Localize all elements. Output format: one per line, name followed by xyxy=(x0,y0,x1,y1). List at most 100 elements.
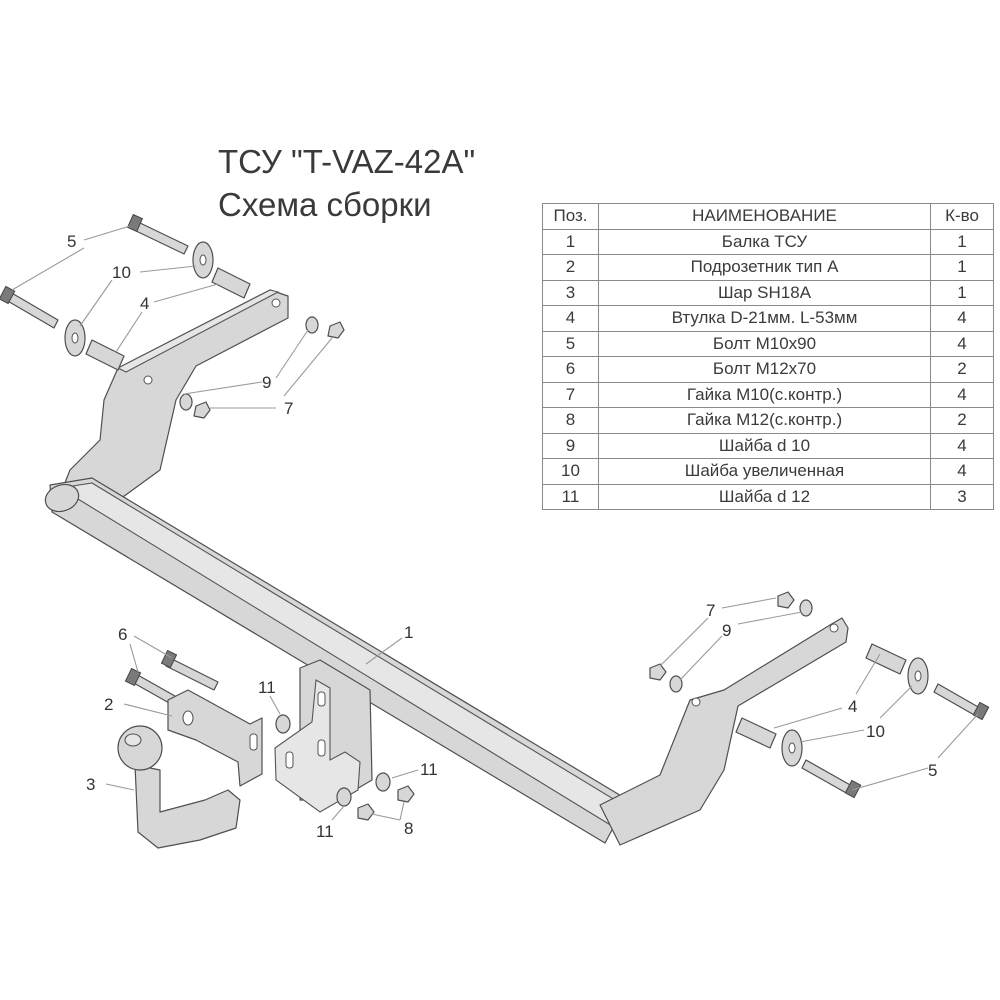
mount-slot xyxy=(317,691,326,707)
washer-hole xyxy=(199,254,207,266)
leader-line xyxy=(105,783,135,791)
right-bracket-hole xyxy=(829,623,839,633)
leader-line xyxy=(79,279,113,327)
sleeve-d21 xyxy=(735,717,777,749)
cell-quantity: 1 xyxy=(930,228,994,255)
leader-line xyxy=(737,611,803,625)
washer-d10 xyxy=(305,316,319,334)
callout-9-left: 9 xyxy=(262,373,271,392)
cell-name: Болт М10х90 xyxy=(598,330,931,357)
nut-m12 xyxy=(357,803,375,821)
bolt-head xyxy=(160,649,178,669)
left-bracket-edge xyxy=(116,289,280,373)
washer-d10 xyxy=(669,675,683,693)
washer-hole xyxy=(71,332,79,344)
right-hardware xyxy=(649,591,990,799)
callout-6: 6 xyxy=(118,625,127,644)
sleeve-d21 xyxy=(211,267,251,299)
beam-end-left xyxy=(44,483,80,513)
leader-line xyxy=(365,637,403,665)
callout-10-left: 10 xyxy=(112,263,131,282)
callout-11-bot: 11 xyxy=(316,822,334,841)
cell-quantity: 3 xyxy=(930,483,994,510)
socket-plate-hole xyxy=(182,710,194,726)
left-bracket-hole xyxy=(271,298,281,308)
leader-line xyxy=(721,597,777,609)
leader-line xyxy=(283,337,333,397)
leader-line xyxy=(83,225,131,241)
leader-line xyxy=(115,311,143,353)
leader-line xyxy=(133,635,173,659)
cell-position: 3 xyxy=(542,279,599,306)
leader-line xyxy=(679,635,723,681)
cell-quantity: 4 xyxy=(930,305,994,332)
sleeve-d21 xyxy=(85,339,125,371)
washer-d10 xyxy=(799,599,813,617)
cell-position: 10 xyxy=(542,458,599,485)
callout-8: 8 xyxy=(404,819,413,838)
callout-11-top: 11 xyxy=(258,678,276,697)
washer-d12 xyxy=(375,772,391,792)
callout-10-right: 10 xyxy=(866,722,885,741)
callout-11-mid: 11 xyxy=(420,760,438,779)
bolt-m10-left-upper xyxy=(133,221,189,255)
tow-ball-neck xyxy=(134,764,241,849)
table-header-row: Поз. НАИМЕНОВАНИЕ К-во xyxy=(542,203,994,230)
cell-name: Гайка М10(с.контр.) xyxy=(598,381,931,408)
bolt-m10-right-lower xyxy=(801,759,853,795)
washer-d12 xyxy=(336,787,352,807)
leader-line xyxy=(123,703,173,717)
ball-mount-hardware xyxy=(117,649,415,849)
cell-name: Шайба d 10 xyxy=(598,432,931,459)
socket-plate xyxy=(167,689,263,787)
cell-quantity: 2 xyxy=(930,407,994,434)
washer-hole xyxy=(914,670,922,682)
leader-line xyxy=(129,643,139,673)
socket-plate-slot xyxy=(249,733,258,751)
leader-line xyxy=(139,265,197,273)
cell-quantity: 1 xyxy=(930,254,994,281)
title-subtitle: Схема сборки xyxy=(218,186,432,223)
bolt-head xyxy=(124,667,142,687)
nut-m10 xyxy=(327,321,345,339)
nut-m12 xyxy=(397,785,415,803)
cell-position: 5 xyxy=(542,330,599,357)
left-bracket xyxy=(54,289,289,511)
beam-assembly xyxy=(44,289,849,846)
nut-m10 xyxy=(777,591,795,609)
leader-line xyxy=(799,729,865,743)
leader-lines xyxy=(11,225,979,821)
cell-position: 6 xyxy=(542,356,599,383)
leader-line xyxy=(879,685,913,719)
right-bracket xyxy=(599,617,849,846)
callouts: 5 10 4 9 7 1 6 2 3 11 11 11 8 7 9 4 10 5 xyxy=(67,232,937,841)
bolt-head xyxy=(844,779,862,799)
callout-3: 3 xyxy=(86,775,95,794)
cell-quantity: 4 xyxy=(930,381,994,408)
cell-quantity: 4 xyxy=(930,330,994,357)
cell-name: Гайка М12(с.контр.) xyxy=(598,407,931,434)
cell-name: Шайба d 12 xyxy=(598,483,931,510)
cell-name: Втулка D-21мм. L-53мм xyxy=(598,305,931,332)
callout-5-right: 5 xyxy=(928,761,937,780)
leader-line xyxy=(269,695,281,715)
cell-position: 7 xyxy=(542,381,599,408)
callout-7-left: 7 xyxy=(284,399,293,418)
title-product-code: ТСУ "T-VAZ-42A" xyxy=(218,143,476,180)
right-bracket-hole xyxy=(691,697,701,707)
leader-line xyxy=(153,283,219,303)
cell-position: 11 xyxy=(542,483,599,510)
leader-line xyxy=(937,713,979,759)
washer-hole xyxy=(788,742,796,754)
leader-line xyxy=(371,813,401,821)
